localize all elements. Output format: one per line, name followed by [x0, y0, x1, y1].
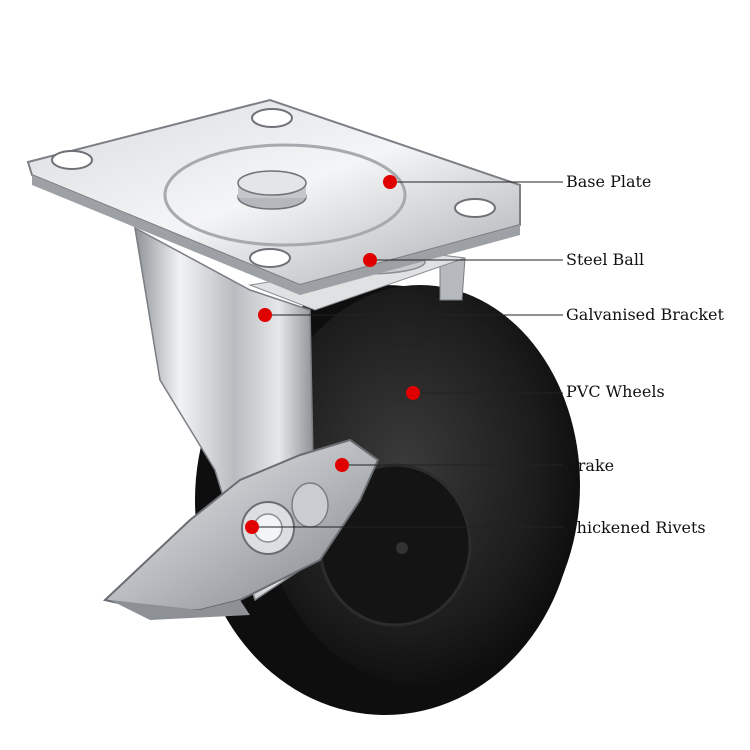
- base-plate-shape: [26, 98, 521, 295]
- label-steel-ball: Steel Ball: [566, 250, 645, 269]
- marker-base-plate: [383, 175, 397, 189]
- label-base-plate: Base Plate: [566, 172, 652, 191]
- marker-brake: [335, 458, 349, 472]
- marker-steel-ball: [363, 253, 377, 267]
- label-galvanised-bracket: Galvanised Bracket: [566, 305, 724, 324]
- rivet-shape: [241, 482, 329, 555]
- label-thickened-rivets: Thickened Rivets: [566, 518, 706, 537]
- leader-lines: [252, 181, 563, 528]
- label-brake: Brake: [566, 456, 615, 475]
- marker-thickened-rivets: [245, 520, 259, 534]
- marker-pvc-wheels: [406, 386, 420, 400]
- label-pvc-wheels: PVC Wheels: [566, 382, 665, 401]
- marker-galvanised-bracket: [258, 308, 272, 322]
